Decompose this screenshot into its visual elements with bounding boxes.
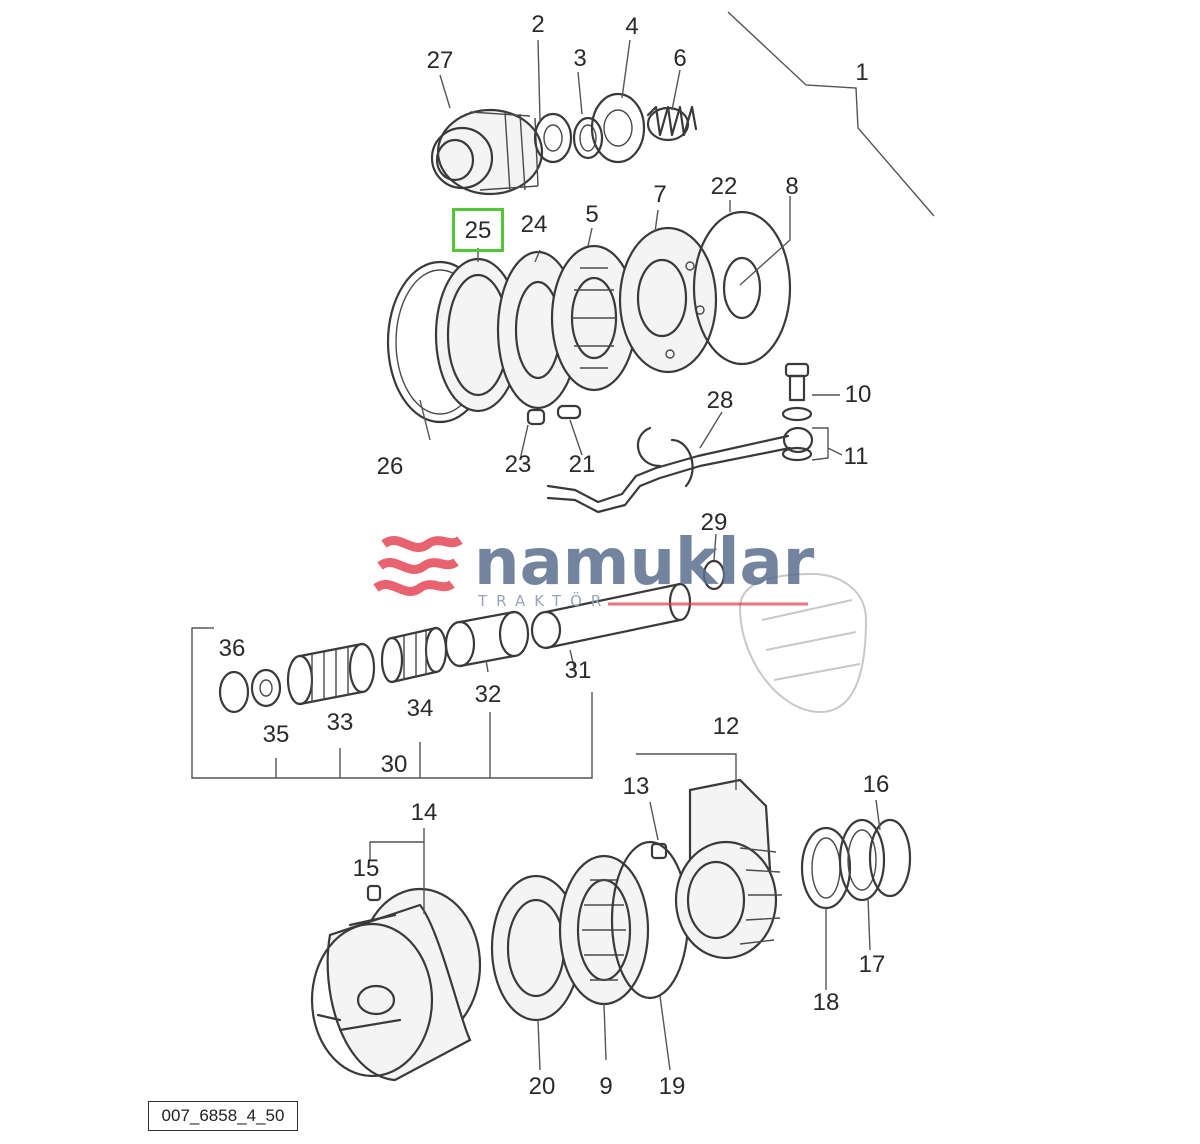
spool-32 bbox=[444, 610, 530, 668]
washer-2 bbox=[533, 112, 573, 164]
callout-9: 9 bbox=[599, 1073, 612, 1100]
callout-24: 24 bbox=[521, 211, 548, 238]
callout-35: 35 bbox=[263, 721, 290, 748]
bolt-10 bbox=[784, 362, 810, 402]
watermark-logo-icon bbox=[373, 536, 463, 596]
pipe-28 bbox=[546, 426, 814, 514]
drawing-reference: 007_6858_4_50 bbox=[148, 1101, 298, 1131]
watermark: namuklar TRAKTÖR bbox=[373, 526, 815, 610]
callout-7: 7 bbox=[653, 181, 666, 208]
plug-23 bbox=[526, 408, 546, 426]
background-gear-ghost bbox=[738, 572, 868, 714]
o-ring-8 bbox=[722, 256, 762, 320]
disc-9 bbox=[558, 854, 650, 1006]
pin-15 bbox=[366, 884, 382, 902]
snap-ring-16 bbox=[868, 818, 912, 898]
ring-29 bbox=[702, 559, 726, 591]
callout-33: 33 bbox=[327, 709, 354, 736]
callout-2: 2 bbox=[531, 11, 544, 38]
callout-4: 4 bbox=[625, 13, 638, 40]
callout-15: 15 bbox=[353, 855, 380, 882]
hub-12 bbox=[674, 778, 782, 960]
callout-20: 20 bbox=[529, 1073, 556, 1100]
piston-7 bbox=[618, 226, 718, 374]
callout-26: 26 bbox=[377, 453, 404, 480]
callout-8: 8 bbox=[785, 173, 798, 200]
callout-25: 25 bbox=[465, 217, 492, 244]
sleeve-31 bbox=[530, 582, 692, 650]
washer-35 bbox=[250, 668, 282, 708]
seal-22 bbox=[692, 210, 792, 366]
spring-34 bbox=[380, 626, 448, 684]
circlip-36 bbox=[218, 670, 250, 714]
callout-13: 13 bbox=[623, 773, 650, 800]
callout-23: 23 bbox=[505, 451, 532, 478]
callout-1: 1 bbox=[855, 59, 868, 86]
watermark-tagline: TRAKTÖR bbox=[477, 591, 610, 610]
callout-21: 21 bbox=[569, 451, 596, 478]
drum-14 bbox=[310, 887, 482, 1082]
watermark-brand: namuklar bbox=[474, 526, 815, 600]
callout-29: 29 bbox=[701, 509, 728, 536]
callout-16: 16 bbox=[863, 771, 890, 798]
spring-33 bbox=[286, 642, 376, 706]
callout-36: 36 bbox=[219, 635, 246, 662]
callout-22: 22 bbox=[711, 173, 738, 200]
callout-11: 11 bbox=[844, 443, 869, 470]
callout-6: 6 bbox=[673, 45, 686, 72]
pin-13 bbox=[650, 842, 668, 860]
callout-19: 19 bbox=[659, 1073, 686, 1100]
callout-28: 28 bbox=[707, 387, 734, 414]
callout-32: 32 bbox=[475, 681, 502, 708]
callout-31: 31 bbox=[565, 657, 592, 684]
gear-27 bbox=[430, 108, 544, 196]
washers-11 bbox=[781, 406, 813, 462]
callout-10: 10 bbox=[845, 381, 872, 408]
spring-6 bbox=[646, 105, 698, 142]
callout-30: 30 bbox=[381, 751, 408, 778]
ring-3 bbox=[572, 116, 604, 160]
callout-17: 17 bbox=[859, 951, 886, 978]
washer-4 bbox=[590, 92, 646, 164]
callout-12: 12 bbox=[713, 713, 740, 740]
callout-34: 34 bbox=[407, 695, 434, 722]
seal-17 bbox=[838, 818, 886, 902]
highlighted-part-frame bbox=[452, 208, 504, 252]
callout-14: 14 bbox=[411, 799, 438, 826]
plug-21 bbox=[556, 404, 582, 420]
callout-5: 5 bbox=[585, 201, 598, 228]
callout-3: 3 bbox=[573, 45, 586, 72]
callout-27: 27 bbox=[427, 47, 454, 74]
callout-18: 18 bbox=[813, 989, 840, 1016]
